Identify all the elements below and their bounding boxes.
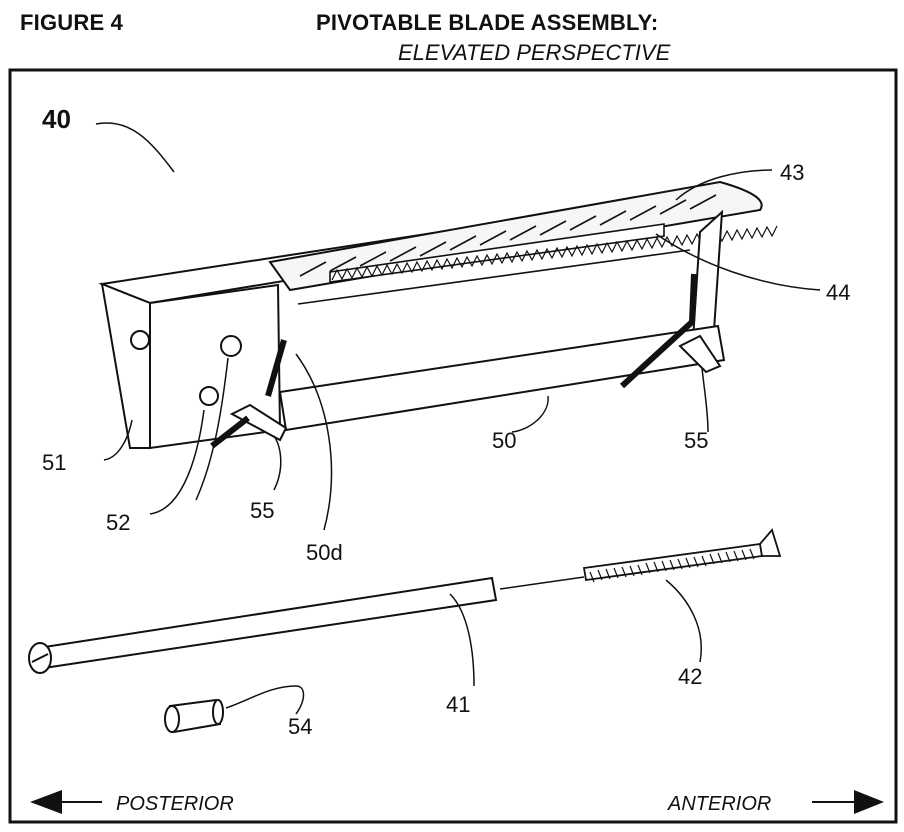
strut-right bbox=[619, 273, 697, 389]
leader-lines bbox=[95, 122, 821, 715]
hole-52-lower bbox=[199, 386, 219, 406]
lower-bar bbox=[278, 324, 726, 432]
hole-52-upper bbox=[220, 335, 242, 357]
callout-44: 44 bbox=[826, 280, 850, 305]
foot-left bbox=[229, 403, 288, 442]
strut-50d bbox=[265, 339, 287, 397]
figure-frame bbox=[8, 68, 898, 824]
figure-subtitle: ELEVATED PERSPECTIVE bbox=[398, 40, 671, 65]
screw bbox=[499, 528, 782, 590]
hole-51 bbox=[130, 330, 150, 350]
callout-43: 43 bbox=[780, 160, 804, 185]
callout-54: 54 bbox=[288, 714, 312, 739]
callout-52: 52 bbox=[106, 510, 130, 535]
left-block-side bbox=[100, 282, 151, 449]
callout-40: 40 bbox=[42, 104, 71, 134]
anterior-label: ANTERIOR bbox=[667, 793, 771, 815]
posterior-arrow: POSTERIOR bbox=[30, 790, 234, 815]
figure-label: FIGURE 4 bbox=[20, 10, 124, 35]
foot-right bbox=[678, 334, 722, 374]
callout-51: 51 bbox=[42, 450, 66, 475]
blade-assembly bbox=[98, 180, 778, 450]
callout-42: 42 bbox=[678, 664, 702, 689]
callout-50: 50 bbox=[492, 428, 516, 453]
posterior-label: POSTERIOR bbox=[116, 793, 234, 815]
strut-left bbox=[210, 415, 250, 449]
pivot-rod bbox=[28, 576, 498, 674]
callout-55-left: 55 bbox=[250, 498, 274, 523]
plug bbox=[164, 698, 224, 734]
callout-41: 41 bbox=[446, 692, 470, 717]
blade-serrations bbox=[299, 194, 717, 277]
callout-55-right: 55 bbox=[684, 428, 708, 453]
anterior-arrow: ANTERIOR bbox=[667, 790, 884, 815]
callout-50d: 50d bbox=[306, 540, 343, 565]
inner-edge bbox=[297, 249, 691, 305]
figure-title: PIVOTABLE BLADE ASSEMBLY: bbox=[316, 10, 659, 35]
